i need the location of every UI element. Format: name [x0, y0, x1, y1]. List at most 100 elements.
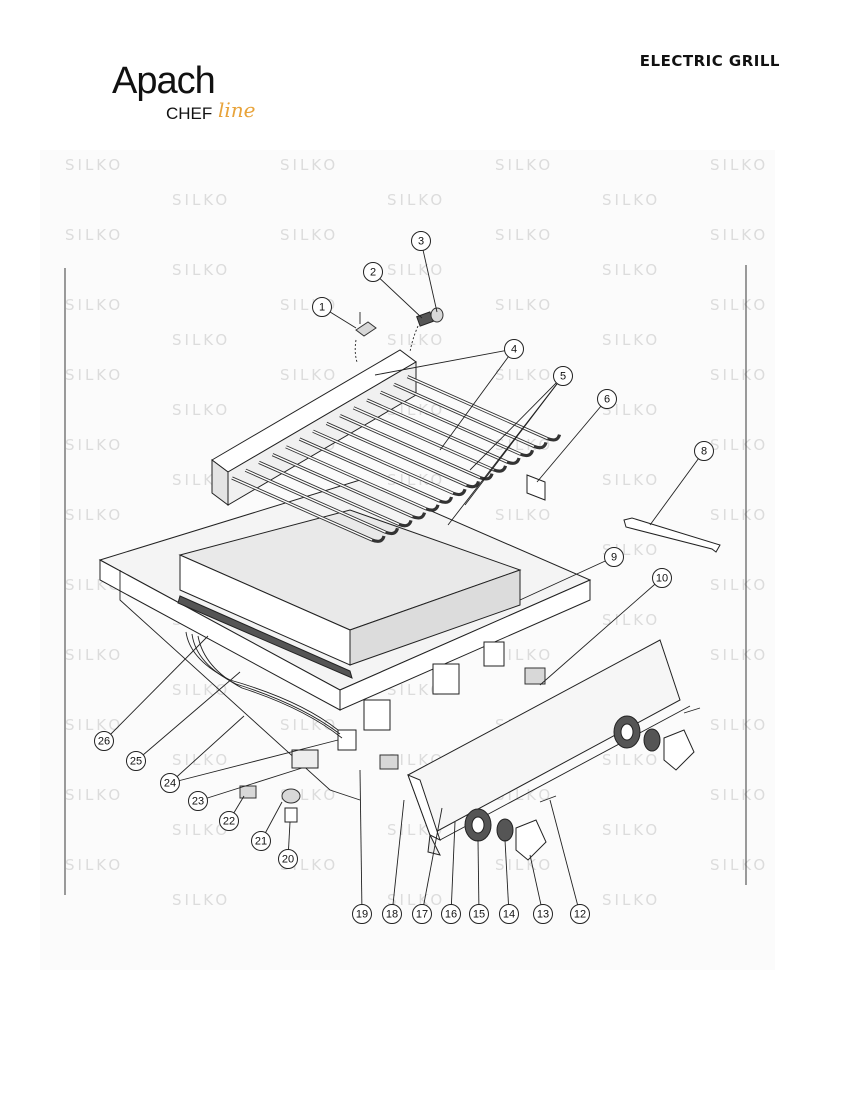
callout-6: 6 — [597, 389, 617, 409]
watermark-56: SILKO — [65, 716, 123, 734]
leader-line-19 — [359, 769, 363, 915]
leader-line-18 — [391, 799, 405, 915]
leader-line-2 — [372, 271, 423, 319]
knobs-and-bezels — [464, 707, 701, 861]
coil-3 — [271, 453, 427, 520]
callout-16: 16 — [441, 904, 461, 924]
callout-10: 10 — [652, 568, 672, 588]
watermark-51: SILKO — [495, 646, 553, 664]
callout-number-16: 16 — [445, 909, 457, 921]
callout-circle-20 — [278, 849, 298, 869]
callout-number-24: 24 — [164, 778, 176, 790]
leader-line-8 — [649, 450, 705, 526]
callout-circle-14 — [499, 904, 519, 924]
coil-highlight-8 — [339, 414, 481, 479]
watermark-4: SILKO — [172, 191, 230, 209]
leader-line-9 — [519, 556, 615, 601]
coil-highlight-1 — [245, 469, 386, 533]
watermark-45: SILKO — [710, 576, 768, 594]
coil-0 — [231, 476, 386, 543]
callout-circle-16 — [441, 904, 461, 924]
watermark-17: SILKO — [710, 296, 768, 314]
coil-12 — [393, 382, 548, 450]
callout-23: 23 — [188, 791, 208, 811]
coil-10 — [366, 398, 521, 465]
watermark-49: SILKO — [65, 646, 123, 664]
leader-line-16 — [450, 821, 456, 915]
logo-line-text: line — [218, 98, 256, 122]
watermark-66: SILKO — [710, 786, 768, 804]
callout-circle-17 — [412, 904, 432, 924]
callout-circle-21 — [251, 831, 271, 851]
callout-number-13: 13 — [537, 909, 549, 921]
heating-coils — [231, 375, 562, 543]
watermark-60: SILKO — [172, 751, 230, 769]
watermark-73: SILKO — [710, 856, 768, 874]
callout-number-10: 10 — [656, 573, 668, 585]
callout-8: 8 — [694, 441, 714, 461]
watermark-11: SILKO — [172, 261, 230, 279]
spring-and-cap — [409, 307, 444, 353]
callout-26: 26 — [94, 731, 114, 751]
watermark-14: SILKO — [65, 296, 123, 314]
watermark-10: SILKO — [710, 226, 768, 244]
watermark-53: SILKO — [172, 681, 230, 699]
callout-circle-2 — [363, 262, 383, 282]
watermark-76: SILKO — [602, 891, 660, 909]
brand-logo: Apach CHEF line — [112, 60, 272, 130]
callout-number-2: 2 — [370, 267, 376, 279]
callout-20: 20 — [278, 849, 298, 869]
coil-5 — [298, 437, 454, 504]
callout-number-6: 6 — [604, 394, 610, 406]
coil-6 — [312, 429, 467, 497]
coil-highlight-3 — [272, 453, 413, 518]
callout-number-26: 26 — [98, 736, 110, 748]
callout-22: 22 — [219, 811, 239, 831]
watermark-13: SILKO — [602, 261, 660, 279]
coil-highlight-4 — [285, 446, 427, 510]
watermark-23: SILKO — [495, 366, 553, 384]
callout-14: 14 — [499, 904, 519, 924]
callout-circle-13 — [533, 904, 553, 924]
callout-number-1: 1 — [319, 302, 325, 314]
coil-2 — [258, 460, 413, 528]
leader-line-13 — [529, 854, 544, 915]
callout-circle-5 — [553, 366, 573, 386]
leader-line-24-1 — [169, 739, 339, 784]
watermark-57: SILKO — [280, 716, 338, 734]
watermark-74: SILKO — [172, 891, 230, 909]
watermark-20: SILKO — [602, 331, 660, 349]
coil-highlight-0 — [231, 477, 373, 541]
callout-circle-12 — [570, 904, 590, 924]
electrical-components — [239, 641, 546, 823]
coil-highlight-5 — [299, 438, 440, 502]
coil-highlight-10 — [366, 399, 508, 463]
coil-highlight-9 — [353, 407, 494, 471]
leader-line-17 — [421, 807, 443, 915]
callout-19: 19 — [352, 904, 372, 924]
coil-highlight-11 — [380, 391, 521, 455]
watermark-1: SILKO — [280, 156, 338, 174]
document-title: ELECTRIC GRILL — [639, 52, 780, 70]
callout-number-18: 18 — [386, 909, 398, 921]
callout-circle-1 — [312, 297, 332, 317]
coil-13 — [406, 375, 562, 442]
thermostat-bracket — [354, 312, 377, 363]
callout-number-14: 14 — [503, 909, 515, 921]
callout-13: 13 — [533, 904, 553, 924]
callout-number-4: 4 — [511, 344, 517, 356]
coil-9 — [352, 406, 508, 473]
watermark-0: SILKO — [65, 156, 123, 174]
callout-number-20: 20 — [282, 854, 294, 866]
callout-number-25: 25 — [130, 756, 142, 768]
watermark-37: SILKO — [495, 506, 553, 524]
callout-circle-15 — [469, 904, 489, 924]
callout-circle-22 — [219, 811, 239, 831]
callout-circle-6 — [597, 389, 617, 409]
mounting-bracket — [623, 517, 721, 553]
leader-line-6 — [536, 398, 608, 483]
leader-line-24-0 — [169, 715, 245, 784]
watermark-19: SILKO — [387, 331, 445, 349]
coil-highlight-6 — [312, 430, 454, 494]
leader-line-26 — [103, 635, 209, 742]
